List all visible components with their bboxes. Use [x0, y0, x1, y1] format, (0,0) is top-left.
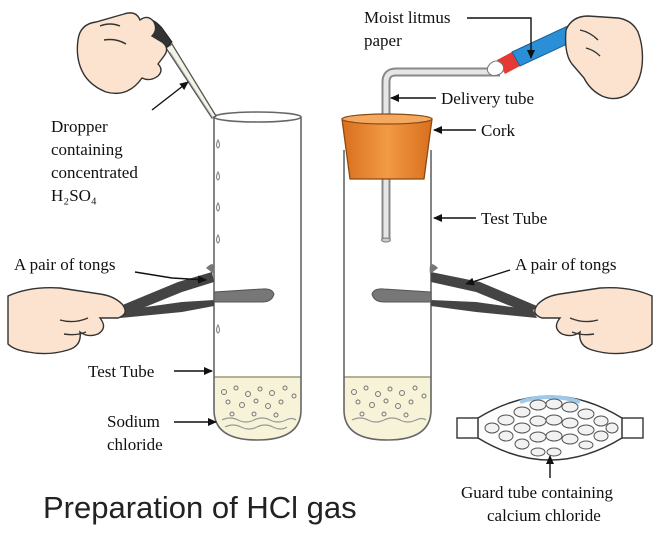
label-delivery-tube: Delivery tube — [441, 89, 534, 108]
acid-drops — [215, 138, 221, 334]
right-tube-liquid — [344, 377, 431, 440]
label-litmus-1: Moist litmus — [364, 8, 450, 27]
top-right-hand — [564, 15, 644, 100]
label-test-tube-left: Test Tube — [88, 362, 154, 381]
label-tongs-left: A pair of tongs — [14, 255, 116, 274]
label-tongs-right: A pair of tongs — [515, 255, 617, 274]
label-sodium-1: Sodium — [107, 412, 160, 431]
label-dropper-3: concentrated — [51, 163, 138, 182]
left-test-tube — [213, 111, 302, 441]
right-tongs — [371, 264, 537, 318]
label-test-tube-right: Test Tube — [481, 209, 547, 228]
label-guard-1: Guard tube containing — [461, 483, 614, 502]
top-left-hand — [76, 12, 168, 95]
label-litmus-2: paper — [364, 31, 402, 50]
label-dropper-1: Dropper — [51, 117, 108, 136]
right-tong-clamp — [371, 288, 432, 303]
label-guard-2: calcium chloride — [487, 506, 601, 525]
label-sodium-2: chloride — [107, 435, 163, 454]
diagram-title: Preparation of HCl gas — [43, 490, 357, 525]
label-cork: Cork — [481, 121, 516, 140]
label-dropper-formula: H₂SO₄ — [51, 186, 97, 205]
label-dropper-2: containing — [51, 140, 123, 159]
right-test-tube — [343, 150, 432, 441]
sodium-chloride-crystals — [221, 385, 297, 418]
cork — [341, 113, 433, 180]
left-hand — [7, 286, 126, 355]
left-tong-clamp — [213, 288, 275, 303]
calcium-chloride-granules — [484, 398, 619, 457]
right-hand — [534, 286, 653, 355]
left-tongs — [120, 264, 275, 318]
delivery-tube — [381, 67, 500, 243]
left-tube-liquid — [214, 377, 301, 440]
guard-tube — [456, 395, 644, 461]
leader-lines — [134, 17, 554, 478]
right-tube-glass — [343, 150, 432, 441]
